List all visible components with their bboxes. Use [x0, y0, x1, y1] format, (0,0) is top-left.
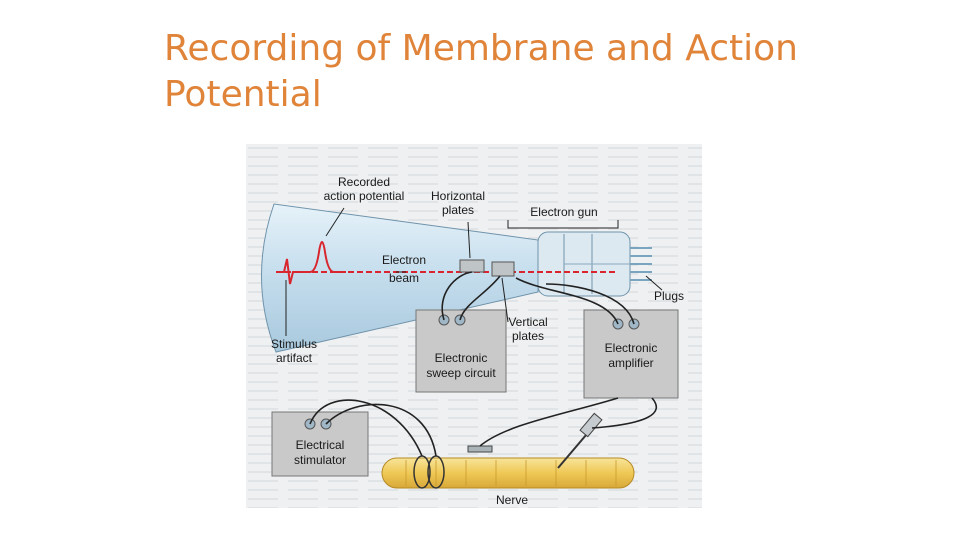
diagram-svg: Electronic sweep circuit Electronic ampl…	[246, 144, 702, 508]
label-electron-gun: Electron gun	[530, 205, 597, 219]
label-recorded-line1: Recorded	[338, 175, 390, 189]
label-electron-beam-line1: Electron	[382, 253, 426, 267]
label-recorded-line2: action potential	[324, 189, 405, 203]
nerve	[381, 412, 635, 489]
sweep-circuit-label-line1: Electronic	[435, 351, 488, 365]
label-plugs: Plugs	[654, 289, 684, 303]
vertical-plates	[491, 261, 515, 277]
stimulator-label-line1: Electrical	[296, 438, 345, 452]
oscilloscope-recording-diagram: Electronic sweep circuit Electronic ampl…	[246, 144, 702, 508]
amplifier-label-line2: amplifier	[608, 356, 653, 370]
label-vertical-line2: plates	[512, 329, 544, 343]
plug-pins	[630, 247, 652, 281]
label-horizontal-line2: plates	[442, 203, 474, 217]
stimulator-label-line2: stimulator	[294, 453, 346, 467]
label-nerve: Nerve	[496, 493, 528, 507]
label-pointers	[285, 207, 663, 336]
sweep-circuit-label-line2: sweep circuit	[426, 366, 496, 380]
label-stimulus-line1: Stimulus	[271, 337, 317, 351]
electronic-amplifier-box: Electronic amplifier	[583, 309, 679, 399]
electronic-sweep-circuit-box: Electronic sweep circuit	[415, 309, 507, 393]
recorded-action-potential-trace	[280, 241, 346, 285]
label-stimulus-line2: artifact	[276, 351, 313, 365]
label-horizontal-line1: Horizontal	[431, 189, 485, 203]
label-electron-beam-line2: beam	[389, 271, 419, 285]
connection-wires	[309, 271, 658, 457]
label-vertical-line1: Vertical	[508, 315, 547, 329]
amplifier-label-line1: Electronic	[605, 341, 658, 355]
slide-title: Recording of Membrane and Action Potenti…	[164, 28, 798, 115]
electrical-stimulator-box: Electrical stimulator	[271, 411, 369, 477]
horizontal-plates	[459, 259, 485, 273]
